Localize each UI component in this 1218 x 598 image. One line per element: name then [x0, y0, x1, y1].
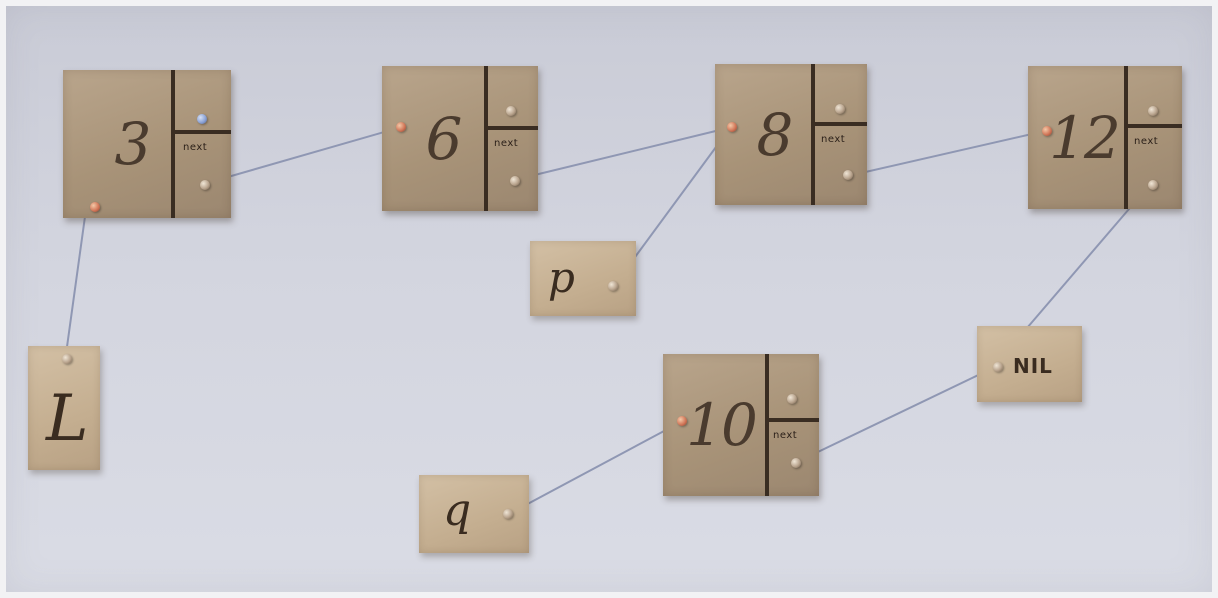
- key-nail: [787, 394, 797, 404]
- next-field-label: next: [1134, 136, 1159, 147]
- link-6-to-8: [513, 127, 729, 181]
- next-nail: [843, 170, 853, 180]
- pointer-tag-L: L: [28, 346, 100, 470]
- node-value: 6: [425, 104, 463, 173]
- value-nail: [727, 122, 737, 132]
- list-node-10: 10 next: [663, 354, 819, 496]
- value-nail: [1042, 126, 1052, 136]
- list-node-3: 3 next: [63, 70, 231, 218]
- pointer-tag-q: q: [419, 475, 529, 553]
- tag-nail: [993, 362, 1003, 372]
- key-nail: [197, 114, 207, 124]
- list-node-6: 6 next: [382, 66, 538, 211]
- tag-label: L: [46, 382, 89, 456]
- link-q-to-10: [506, 422, 680, 516]
- link-12-to-nil: [1026, 187, 1148, 329]
- list-node-12: 12 next: [1028, 66, 1182, 209]
- link-8-to-12: [847, 130, 1046, 177]
- list-node-8: 8 next: [715, 64, 867, 205]
- node-value: 12: [1049, 103, 1121, 172]
- link-3-to-6: [206, 127, 399, 184]
- next-field-label: next: [821, 134, 846, 145]
- nil-label: NIL: [1013, 354, 1053, 378]
- next-field-label: next: [773, 430, 798, 441]
- next-nail: [1148, 180, 1158, 190]
- value-nail: [396, 122, 406, 132]
- link-10-to-nil: [796, 366, 996, 463]
- value-nail: [90, 202, 100, 212]
- tag-nail: [62, 354, 72, 364]
- next-nail: [510, 176, 520, 186]
- nil-tag: NIL: [977, 326, 1082, 402]
- node-value: 10: [686, 391, 758, 459]
- node-value: 8: [756, 100, 794, 169]
- key-nail: [1148, 106, 1158, 116]
- node-value: 3: [114, 110, 152, 178]
- key-nail: [835, 104, 845, 114]
- tag-label: q: [443, 485, 472, 536]
- tag-nail: [608, 281, 618, 291]
- next-nail: [791, 458, 801, 468]
- key-nail: [506, 106, 516, 116]
- pointer-tag-p: p: [530, 241, 636, 316]
- tag-nail: [503, 509, 513, 519]
- next-field-label: next: [494, 138, 519, 149]
- value-nail: [677, 416, 687, 426]
- next-nail: [200, 180, 210, 190]
- next-field-label: next: [183, 142, 208, 153]
- tag-label: p: [548, 253, 575, 302]
